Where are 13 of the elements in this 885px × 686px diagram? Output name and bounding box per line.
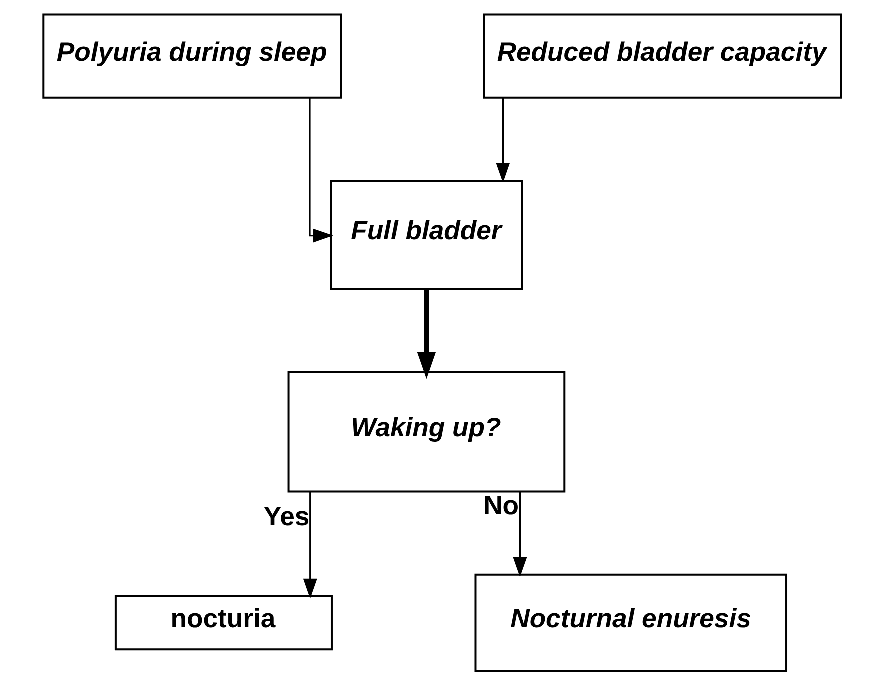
arrow bbox=[303, 492, 318, 599]
node-box: nocturia bbox=[114, 595, 333, 651]
arrow bbox=[417, 289, 436, 380]
arrow bbox=[309, 98, 334, 243]
node-box: Waking up? bbox=[288, 371, 566, 493]
node-box: Nocturnal enuresis bbox=[474, 574, 788, 672]
node-box: Reduced bladder capacity bbox=[483, 14, 842, 99]
edge-label: No bbox=[484, 490, 520, 521]
arrow bbox=[513, 492, 528, 578]
arrow bbox=[496, 98, 510, 183]
node-box: Full bladder bbox=[330, 180, 524, 290]
edge-label: Yes bbox=[264, 501, 310, 532]
node-box: Polyuria during sleep bbox=[42, 14, 342, 99]
